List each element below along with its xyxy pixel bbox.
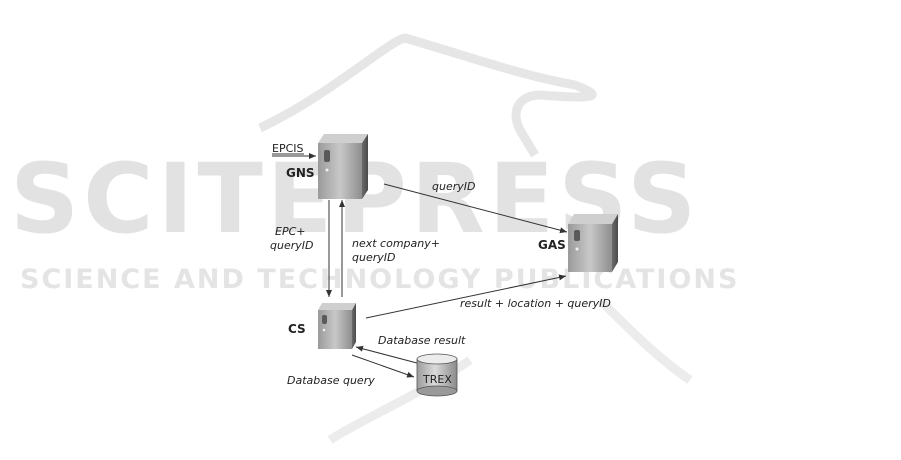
epcis-label: EPCIS [272, 142, 304, 155]
gas-label: GAS [538, 238, 566, 252]
trex-to-cs-arrow [356, 347, 417, 363]
trex-label: TREX [422, 373, 452, 386]
edge-label-trex-to-cs: Database result [378, 334, 466, 347]
edge-label-gns-to-gas: queryID [432, 180, 475, 193]
watermark-lower-shape [330, 300, 690, 440]
watermark-swoosh-shape [260, 38, 592, 155]
edge-label-cs-to-gns-line1: next company+ [352, 237, 440, 250]
cs-label: CS [288, 322, 306, 336]
cs-server-icon [318, 303, 356, 349]
edge-label-cs-to-trex: Database query [287, 374, 375, 387]
watermark-subtitle: SCIENCE AND TECHNOLOGY PUBLICATIONS [20, 264, 739, 295]
edge-label-cs-to-gns-line2: queryID [352, 251, 395, 264]
edge-label-cs-to-gas: result + location + queryID [460, 297, 611, 310]
gns-server-icon [318, 134, 368, 199]
edge-label-gns-to-cs-line1: EPC+ [275, 225, 305, 238]
gas-server-icon [568, 214, 618, 272]
edge-label-gns-to-cs-line2: queryID [270, 239, 313, 252]
gns-label: GNS [286, 166, 315, 180]
